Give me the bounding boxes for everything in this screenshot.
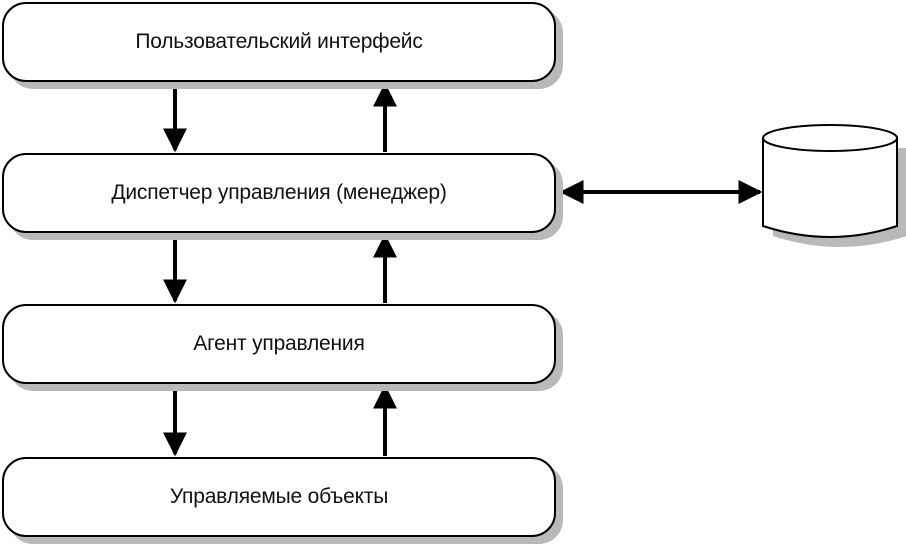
label-manager: Диспетчер управления (менеджер) xyxy=(111,181,447,204)
box-manager: Диспетчер управления (менеджер) xyxy=(2,153,556,233)
label-managed-objects: Управляемые объекты xyxy=(169,485,389,508)
box-user-interface: Пользовательский интерфейс xyxy=(2,2,556,82)
box-agent: Агент управления xyxy=(2,304,556,384)
database-cylinder-icon xyxy=(762,124,906,247)
box-managed-objects: Управляемые объекты xyxy=(2,457,556,537)
label-user-interface: Пользовательский интерфейс xyxy=(135,30,423,53)
label-agent: Агент управления xyxy=(193,332,365,355)
